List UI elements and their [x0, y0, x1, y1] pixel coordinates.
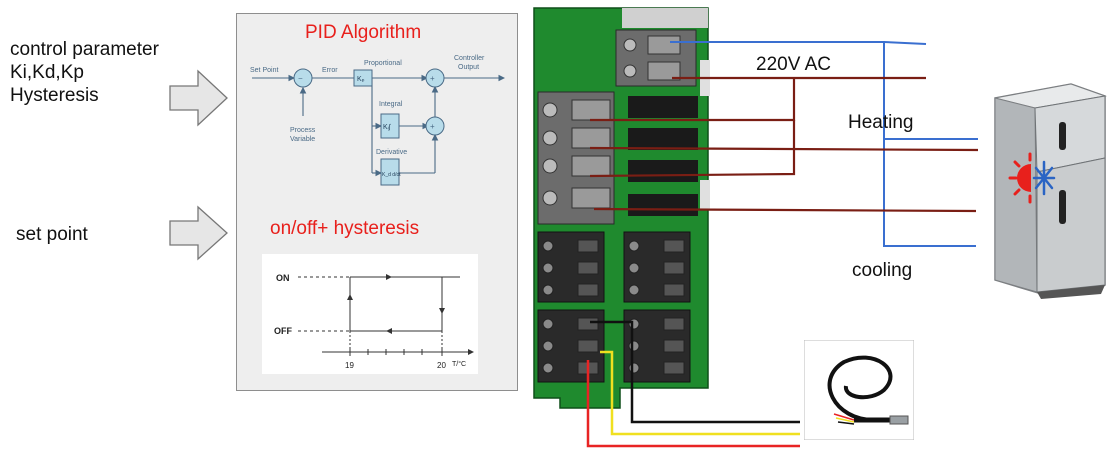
control-parameter-label: control parameter Ki,Kd,Kp Hysteresis: [10, 39, 159, 106]
kp-text: Kₚ: [357, 76, 365, 83]
output-text: Output: [458, 64, 479, 71]
off-label: OFF: [274, 326, 292, 336]
pid-title: PID Algorithm: [305, 22, 422, 43]
plus-sign: +: [430, 122, 435, 131]
arrow-icon: [169, 205, 228, 261]
on-label: ON: [276, 273, 290, 283]
brown-wires: [589, 76, 979, 213]
sun-snowflake-icon: [1008, 152, 1056, 204]
derivative-text: Derivative: [376, 149, 407, 156]
axis-label: T/°C: [452, 360, 466, 368]
terminal-block-top: [615, 29, 697, 87]
cooling-label: cooling: [852, 260, 913, 281]
tick-19: 19: [345, 361, 354, 370]
process-text: Process: [290, 127, 316, 134]
pid-block-diagram: Set Point Error Proportional Integral De…: [250, 55, 506, 186]
mains-label: 220V AC: [756, 54, 831, 75]
controller-text: Controller: [454, 55, 485, 62]
variable-text: Variable: [290, 136, 315, 143]
relay-block: [537, 91, 698, 225]
sensor-wires: [586, 320, 800, 448]
set-point-text: Set Point: [250, 67, 278, 74]
kd-text: K_d d/dt: [382, 172, 401, 178]
hysteresis-chart: ON OFF 19 20 T/°C: [262, 254, 478, 374]
tick-20: 20: [437, 361, 446, 370]
plus-sign: +: [430, 74, 435, 83]
integral-text: Integral: [379, 101, 403, 108]
minus-sign: −: [298, 74, 303, 83]
refrigerator-icon: [994, 83, 1107, 299]
onoff-title: on/off+ hysteresis: [270, 218, 420, 239]
set-point-label: set point: [16, 224, 88, 245]
blue-wires: [670, 41, 978, 247]
arrow-icon: [169, 69, 228, 127]
heating-label: Heating: [848, 112, 914, 133]
proportional-text: Proportional: [364, 60, 402, 67]
temperature-probe-icon: [804, 340, 914, 440]
ki-text: Kᵢ∫: [383, 124, 392, 131]
error-text: Error: [322, 67, 338, 74]
